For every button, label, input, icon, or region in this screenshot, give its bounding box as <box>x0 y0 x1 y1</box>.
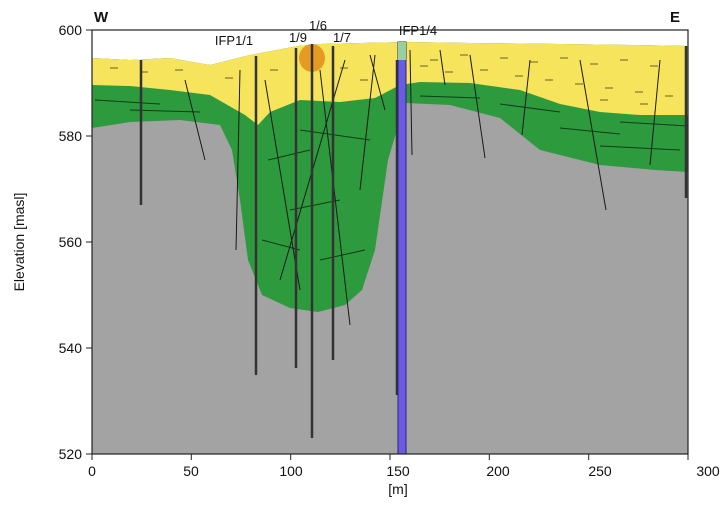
x-tick-label: 0 <box>88 463 96 479</box>
borehole-ifp1-4-cap <box>398 42 406 60</box>
well-label-1-9: 1/9 <box>289 30 307 45</box>
sky-area <box>92 30 688 65</box>
y-tick-label: 520 <box>59 446 83 462</box>
x-tick-label: 250 <box>588 463 612 479</box>
yellow-layer <box>92 42 688 125</box>
boreholes <box>139 44 688 438</box>
x-tick-label: 50 <box>183 463 199 479</box>
well-label-ifp1-1: IFP1/1 <box>215 33 253 48</box>
y-tick-label: 540 <box>59 340 83 356</box>
east-label: E <box>670 9 680 26</box>
x-tick-label: 300 <box>696 463 720 479</box>
x-tick-label: 150 <box>386 463 410 479</box>
x-tick-label: 200 <box>486 463 510 479</box>
x-tick-label: 100 <box>279 463 303 479</box>
west-label: W <box>94 9 109 26</box>
well-label-1-7: 1/7 <box>333 30 351 45</box>
cross-section-layers <box>92 30 688 454</box>
y-axis-label: Elevation [masl] <box>11 193 27 292</box>
borehole-ifp1-4 <box>397 41 407 454</box>
x-axis-label: [m] <box>388 481 407 497</box>
well-label-ifp1-4: IFP1/4 <box>399 23 437 38</box>
y-tick-label: 580 <box>59 128 83 144</box>
well-label-1-6: 1/6 <box>309 18 327 33</box>
y-tick-label: 600 <box>59 22 83 38</box>
x-axis <box>91 454 689 460</box>
yellow-dash-pattern <box>110 54 673 105</box>
y-tick-label: 560 <box>59 234 83 250</box>
y-axis <box>86 29 92 455</box>
